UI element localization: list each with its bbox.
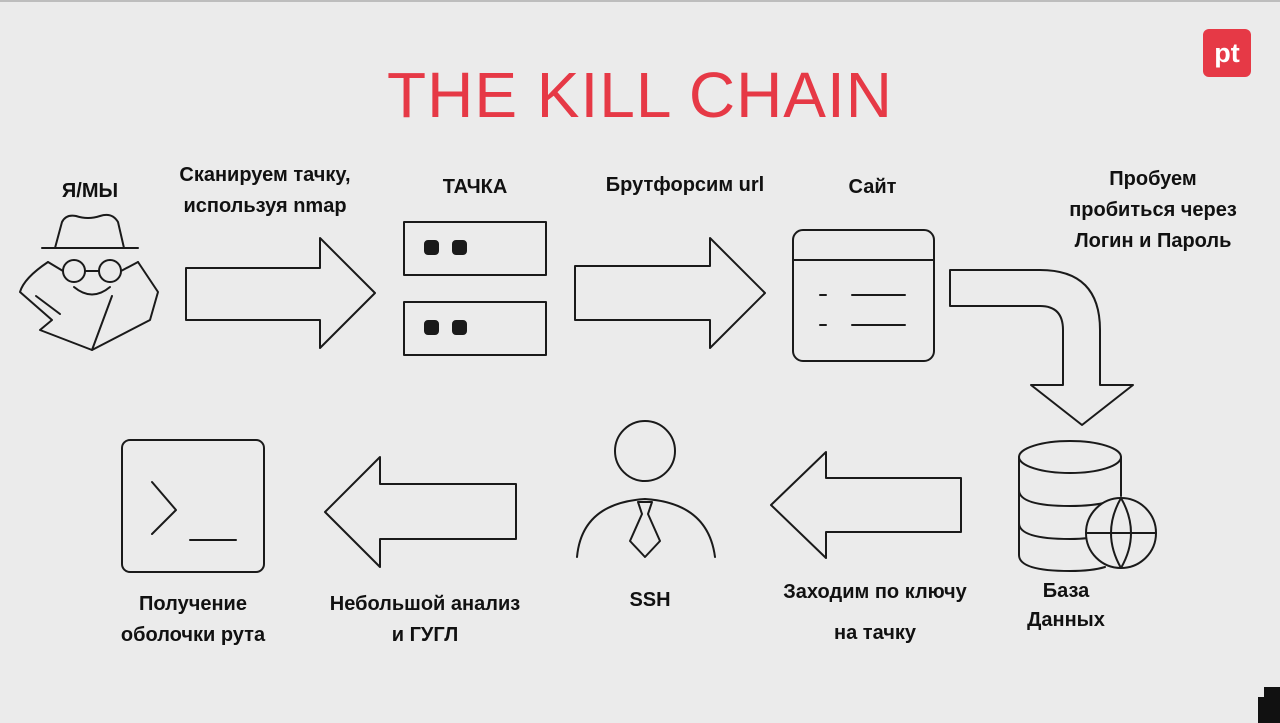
server-icon [403, 221, 547, 356]
scan-step-line-1: Сканируем тачку, [179, 164, 351, 186]
root-shell-line-1: Получение [139, 593, 247, 615]
corner-mark [1258, 697, 1264, 723]
analysis-step-label: Небольшой анализ и ГУГЛ [300, 589, 550, 651]
ssh-key-line-2: на тачку [834, 622, 916, 644]
root-shell-line-2: оболочки рута [120, 624, 266, 646]
ssh-key-line-1: Заходим по ключу [783, 581, 967, 603]
corner-mark [1264, 687, 1280, 723]
user-tie-icon [576, 420, 716, 558]
bruteforce-step-label: Брутфорсим url [605, 174, 765, 196]
terminal-icon [121, 439, 265, 573]
root-shell-label: Получение оболочки рута [90, 589, 296, 651]
login-step-line-2: пробиться через [1069, 199, 1237, 221]
site-label: Сайт [848, 176, 897, 198]
page-title: THE KILL CHAIN [387, 59, 893, 131]
login-step-line-3: Логин и Пароль [1074, 230, 1232, 252]
analysis-line-2: и ГУГЛ [391, 624, 459, 646]
database-globe-icon [1018, 440, 1157, 572]
pt-logo: pt [1203, 29, 1251, 77]
database-line-1: База [1042, 580, 1090, 602]
attacker-label: Я/МЫ [61, 180, 119, 202]
arrow-scan [185, 237, 376, 349]
login-step-line-1: Пробуем [1109, 168, 1197, 190]
scan-step-label: Сканируем тачку, используя nmap [150, 160, 380, 222]
analysis-line-1: Небольшой анализ [329, 593, 521, 615]
machine-label: ТАЧКА [442, 176, 508, 198]
arrow-ssh-key [770, 451, 962, 559]
arrow-login [949, 269, 1134, 426]
ssh-label: SSH [629, 589, 671, 611]
top-border [0, 0, 1280, 2]
arrow-analysis [324, 456, 517, 568]
scan-step-line-2: используя nmap [183, 195, 347, 217]
spy-icon [19, 213, 159, 351]
login-step-label: Пробуем пробиться через Логин и Пароль [1040, 164, 1266, 257]
arrow-bruteforce [574, 237, 766, 349]
ssh-key-step-label: Заходим по ключу на тачку [755, 577, 995, 649]
database-label: База Данных [1010, 577, 1122, 635]
database-line-2: Данных [1027, 609, 1105, 631]
website-icon [792, 229, 935, 362]
